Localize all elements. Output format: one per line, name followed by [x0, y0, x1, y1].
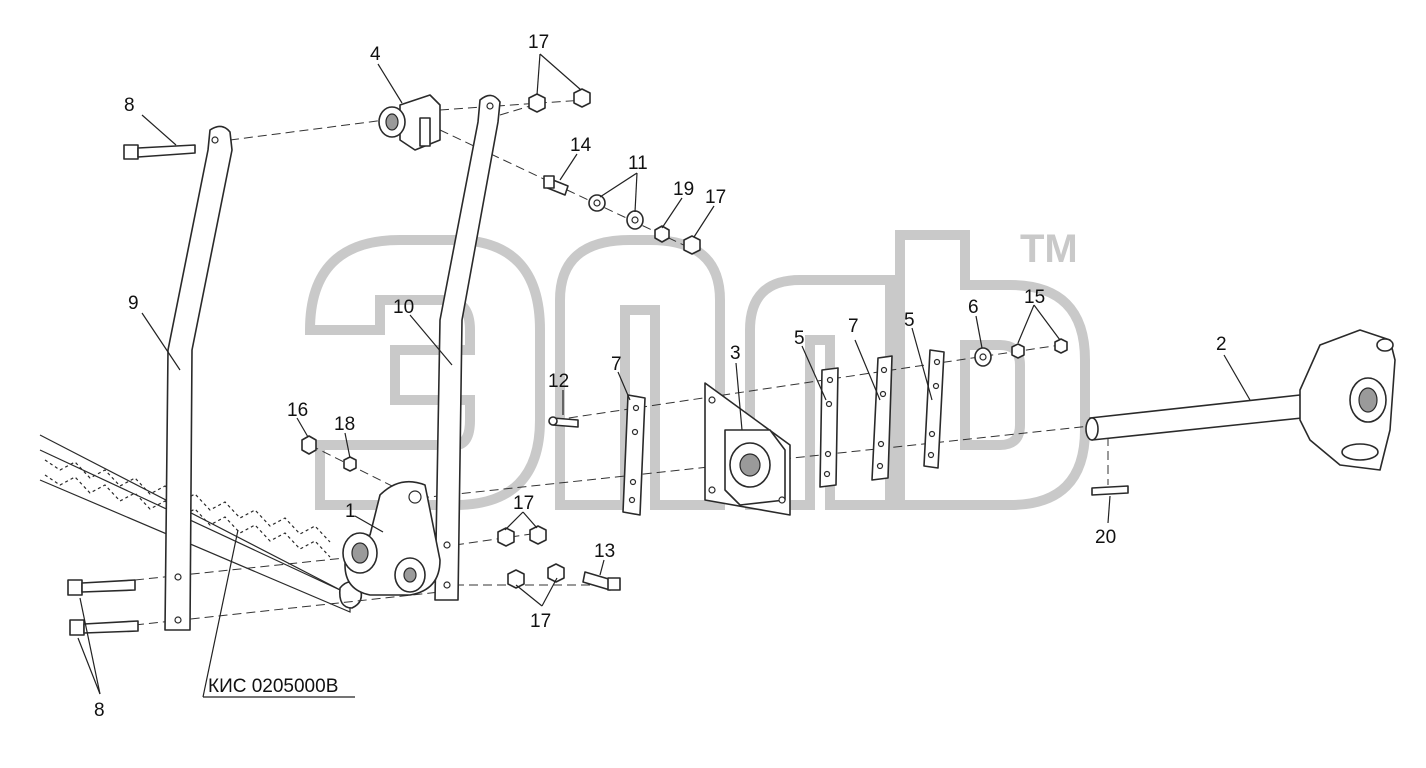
bracket-part-4 [378, 94, 441, 151]
nuts-and-washers [301, 88, 1068, 589]
label-20: 20 [1095, 527, 1116, 548]
watermark-logo: TM [304, 227, 1090, 510]
label-17-bottom: 17 [530, 611, 551, 632]
trademark-text: TM [1020, 227, 1078, 271]
label-6: 6 [968, 297, 979, 318]
label-7-left: 7 [611, 354, 622, 375]
label-17-mid: 17 [705, 187, 726, 208]
label-1: 1 [345, 501, 356, 522]
key-part-20 [1091, 485, 1129, 496]
label-16: 16 [287, 400, 308, 421]
small-bolts [543, 175, 621, 591]
label-17-top: 17 [528, 32, 549, 53]
label-19: 19 [673, 179, 694, 200]
label-4: 4 [370, 44, 381, 65]
bar-part-9 [164, 125, 233, 631]
part-labels: 8 9 10 4 17 14 11 19 17 12 7 3 5 7 5 6 1… [94, 32, 1227, 721]
drive-head-part-1 [342, 480, 441, 596]
label-9: 9 [128, 293, 139, 314]
label-2: 2 [1216, 334, 1227, 355]
label-8-bottom: 8 [94, 700, 105, 721]
bearing-housing-part-3 [704, 382, 791, 516]
label-10: 10 [393, 297, 414, 318]
label-5-left: 5 [794, 328, 805, 349]
bolts-part-8 [67, 144, 196, 636]
label-17-lower: 17 [513, 493, 534, 514]
assembly-reference-code: КИС 0205000В [208, 676, 338, 697]
label-12: 12 [548, 371, 569, 392]
label-14: 14 [570, 135, 592, 156]
label-8-top: 8 [124, 95, 135, 116]
label-13: 13 [594, 541, 615, 562]
leader-lines [77, 53, 1251, 698]
label-3: 3 [730, 343, 741, 364]
label-15: 15 [1024, 287, 1045, 308]
shaft-part-2 [1085, 329, 1396, 471]
label-5-right: 5 [904, 310, 915, 331]
shims [622, 349, 945, 516]
label-7-right: 7 [848, 316, 859, 337]
label-11: 11 [628, 153, 648, 174]
label-18: 18 [334, 414, 355, 435]
